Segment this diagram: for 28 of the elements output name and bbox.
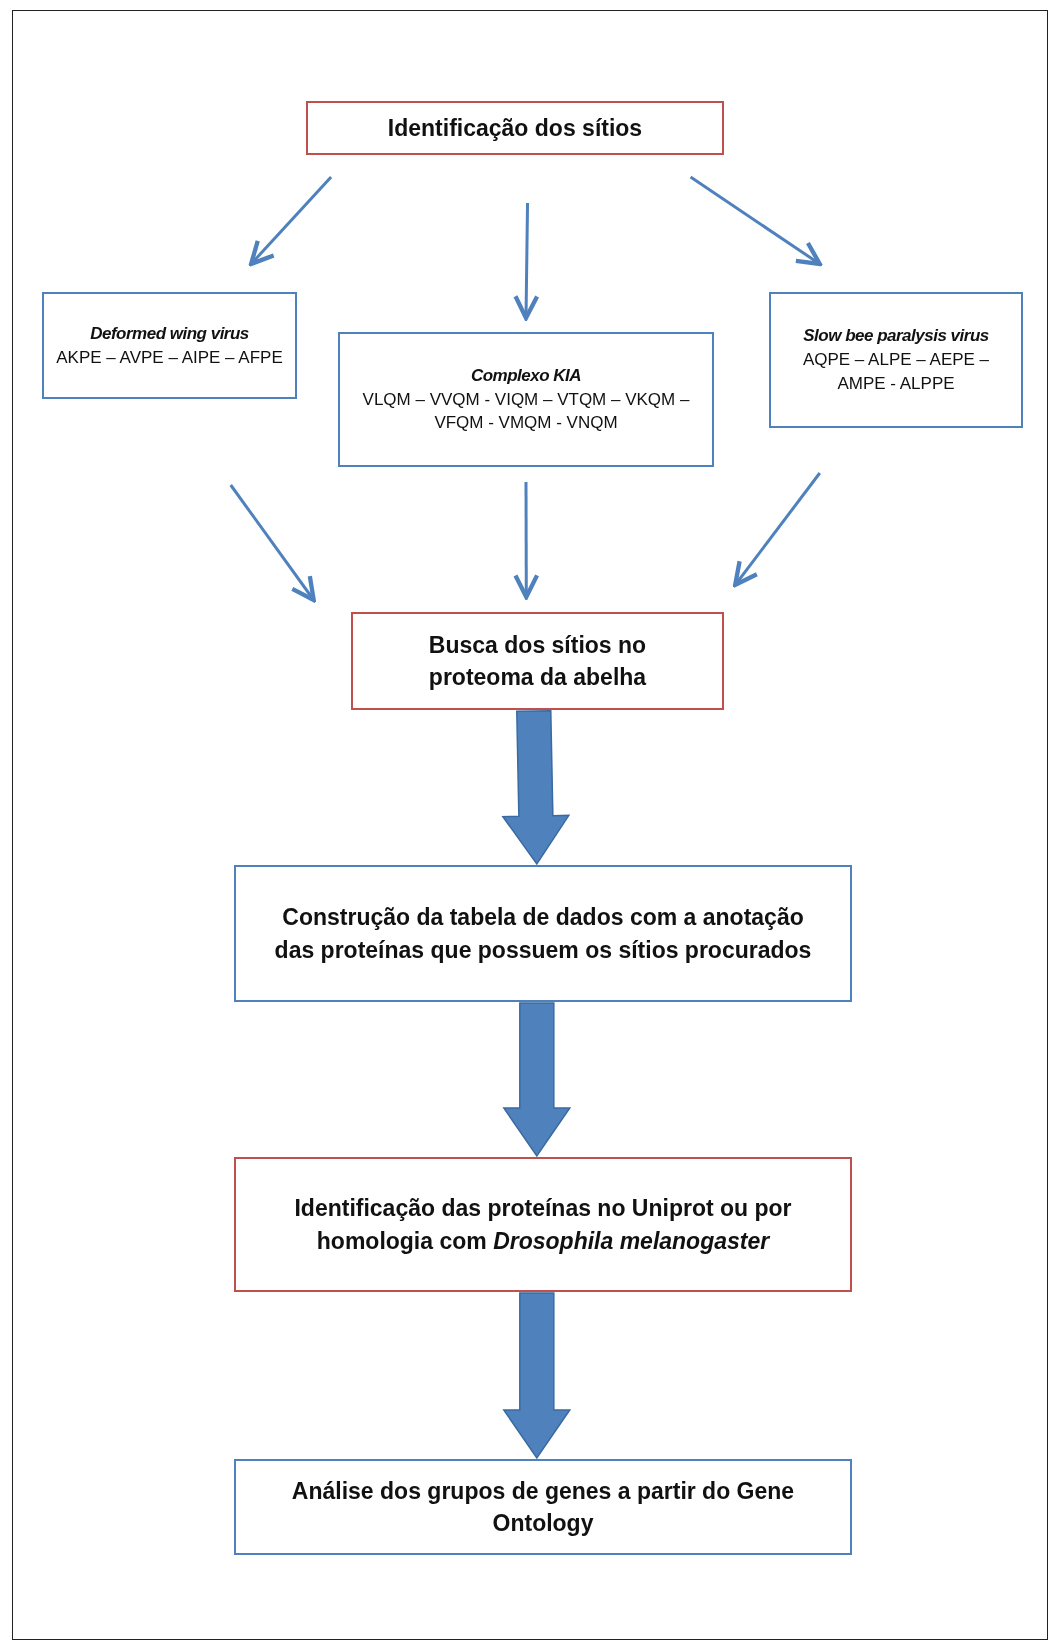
site-list: AKPE – AVPE – AIPE – AFPE	[56, 345, 283, 370]
process-box	[351, 612, 724, 710]
box-text: Análise dos grupos de genes a partir do Gene Ontology	[290, 1476, 796, 1538]
process-box	[234, 1157, 852, 1292]
arrow	[229, 484, 316, 603]
box-heading: Slow bee paralysis virus	[803, 325, 989, 348]
arrow	[513, 482, 540, 600]
site-list: VLQM – VVQM - VIQM – VTQM – VKQM – VFQM - VMQM - VNQM	[350, 387, 702, 436]
block-arrow	[501, 709, 571, 866]
process-box	[769, 292, 1023, 428]
process-box	[234, 865, 852, 1002]
arrow	[689, 175, 822, 267]
block-arrow	[502, 1002, 572, 1158]
arrow	[733, 472, 821, 588]
process-box	[306, 101, 724, 155]
box-heading: Deformed wing virus	[90, 322, 249, 345]
block-arrow	[502, 1292, 572, 1460]
arrow	[513, 202, 540, 321]
box-heading: Complexo KIA	[470, 364, 582, 387]
process-box	[338, 332, 714, 467]
box-text: Construção da tabela de dados com a anotação das proteínas que possuem os sítios procurados	[273, 903, 813, 965]
site-list: AQPE – ALPE – AEPE – AMPE - ALPPE	[781, 348, 1011, 396]
arrow	[248, 176, 333, 267]
box-text: Identificação dos sítios	[387, 113, 643, 143]
box-text: Busca dos sítios no proteoma da abelha	[427, 630, 648, 692]
box-text: Identificação das proteínas no Uniprot ou por homologia com Drosophila melanogaster	[293, 1194, 793, 1256]
process-box	[234, 1459, 852, 1555]
process-box	[42, 292, 297, 399]
